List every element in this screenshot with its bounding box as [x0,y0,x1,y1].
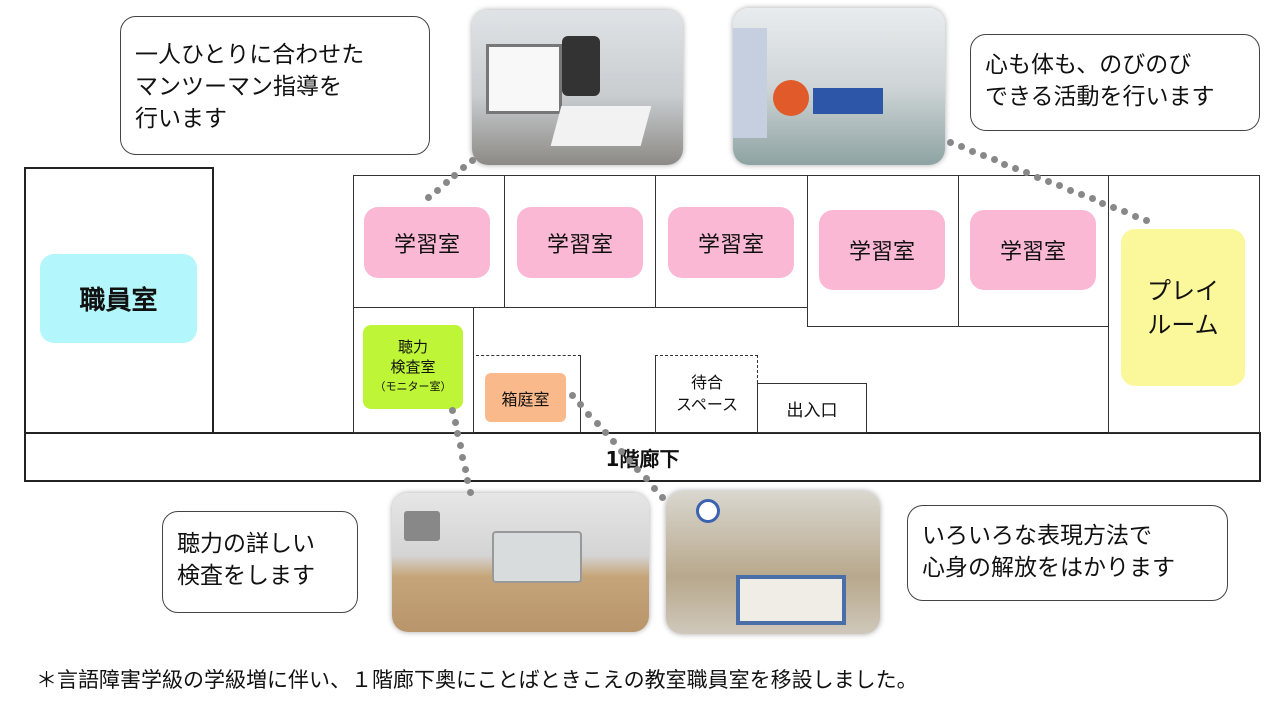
connector-dot [1012,165,1020,172]
connector-dot [1110,204,1118,211]
connector-dot [433,186,441,194]
sandplay-room-area [476,355,581,433]
connector-dot [467,489,474,496]
hearing-room-photo [392,493,649,632]
corridor: 1階廊下 [24,432,1261,482]
connector-dot [451,171,459,179]
study-room-label: 学習室 [393,232,460,258]
play-room-label: プレイ [1147,276,1219,305]
connector-dot [1099,199,1107,207]
waiting-label: 待合スペース [660,372,754,416]
connector-dot [454,430,462,438]
hearing-room-sublabel: （モニター室） [374,380,452,393]
connector-dot [1132,212,1140,220]
connector-dot [968,147,976,155]
study-room-tag: 学習室 [819,210,945,290]
study-room-label: 学習室 [546,232,613,258]
callout-line: マンツーマン指導を [135,74,342,100]
connector-dot [947,139,954,146]
connector-dot [957,143,965,151]
corridor-label: 1階廊下 [605,446,680,471]
play-room-callout: 心も体も、のびのび できる活動を行います [970,34,1260,131]
entrance-label: 出入口 [786,400,838,421]
study-room-tag: 学習室 [517,207,643,278]
connector-dot [990,156,998,164]
entrance-area: 出入口 [757,383,867,433]
connector-dot [1077,191,1085,198]
connector-dot [425,194,432,201]
hearing-room-label: 検査室 [390,358,436,376]
connector-dot [461,465,469,473]
waiting-label-line: 待合 [690,373,723,392]
connector-dot [609,438,617,446]
hearing-room-area [353,307,474,433]
connector-dot [634,466,642,474]
connector-dot [456,442,464,450]
connector-dot [459,453,467,461]
connector-dot [1023,169,1031,177]
connector-dot [979,152,987,159]
connector-dot [1121,208,1129,216]
connector-dot [577,401,585,409]
connector-dot [460,164,468,172]
study-room-tag: 学習室 [668,207,794,278]
sandplay-room-label: 箱庭室 [501,389,550,409]
study-room-tag: 学習室 [970,210,1096,290]
callout-line: 聴力の詳しい [177,531,315,557]
sandplay-room-tag: 箱庭室 [485,373,566,422]
study-room-label: 学習室 [848,240,915,265]
sandplay-room-callout: いろいろな表現方法で 心身の解放をはかります [907,505,1228,601]
play-room-photo [733,8,945,165]
connector-dot [1088,195,1096,203]
connector-dot [1143,217,1150,224]
sandplay-room-photo [666,491,880,634]
connector-dot [1066,186,1074,194]
staff-room-label: 職員室 [79,286,158,316]
study-room-tag: 学習室 [364,207,490,278]
study-room-callout: 一人ひとりに合わせた マンツーマン指導を 行います [120,16,430,155]
connector-dot [569,392,576,399]
connector-dot [464,477,472,485]
connector-dot [442,179,450,187]
callout-line: 行います [135,106,227,132]
callout-line: いろいろな表現方法で [922,523,1152,549]
connector-dot [642,475,650,483]
callout-line: 一人ひとりに合わせた [135,42,365,68]
connector-dot [449,407,456,414]
study-room-label: 学習室 [999,240,1066,265]
hearing-room-label: 聴力 [397,338,428,356]
footnote: ＊言語障害学級の学級増に伴い、１階廊下奥にことばときこえの教室職員室を移設しまし… [36,668,918,692]
connector-dot [585,410,593,418]
connector-dot [1034,173,1042,181]
callout-line: 心身の解放をはかります [922,555,1175,581]
play-room-tag: プレイルーム [1121,229,1245,386]
connector-dot [601,429,609,437]
connector-dot [618,447,626,455]
connector-dot [650,484,658,492]
callout-line: 心も体も、のびのび [985,52,1192,78]
connector-dot [1001,160,1009,168]
study-room-photo [472,10,683,165]
connector-dot [1055,182,1063,190]
study-room-label: 学習室 [697,232,764,258]
play-room-area [1108,175,1260,433]
connector-dot [593,419,601,427]
connector-dot [1045,178,1052,185]
staff-room-tag: 職員室 [40,254,197,343]
connector-dot [451,418,459,426]
callout-line: 検査をします [177,563,315,589]
connector-dot [469,157,476,164]
callout-line: できる活動を行います [985,84,1215,110]
hearing-room-callout: 聴力の詳しい 検査をします [162,511,358,613]
play-room-label: ルーム [1147,310,1219,339]
connector-dot [626,456,634,464]
hearing-room-tag: 聴力検査室 （モニター室） [363,325,463,409]
connector-dot [659,494,666,501]
waiting-label-line: スペース [675,395,739,414]
